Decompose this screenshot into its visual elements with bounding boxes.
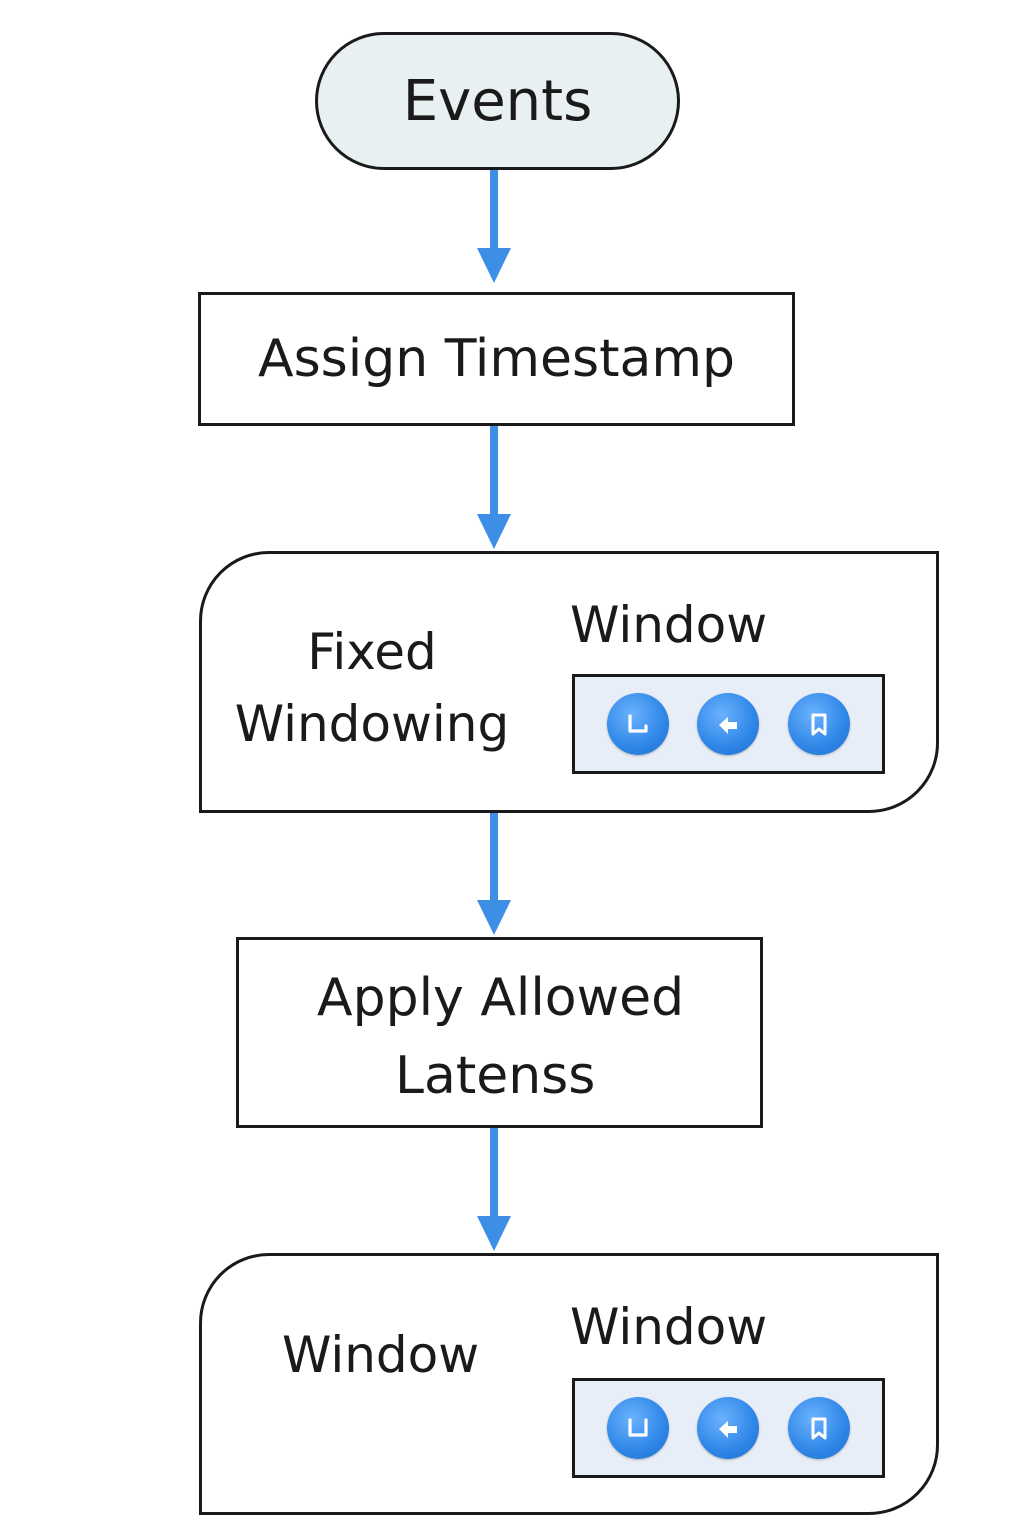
arrow-events-to-timestamp-shaft bbox=[490, 170, 498, 248]
arrow-latency-to-window-head bbox=[477, 1216, 511, 1251]
arrow-windowing-to-latency-head bbox=[477, 900, 511, 935]
fixed-windowing-node: Fixed Windowing Window bbox=[199, 551, 939, 813]
assign-timestamp-label: Assign Timestamp bbox=[258, 329, 735, 389]
arrow-windowing-to-latency-shaft bbox=[490, 813, 498, 900]
bookmark-icon[interactable] bbox=[787, 693, 850, 755]
apply-allowed-label-line2: Latenss bbox=[395, 1046, 596, 1106]
back-arrow-icon[interactable] bbox=[697, 1397, 760, 1459]
window-output-toolbar bbox=[572, 1378, 885, 1478]
apply-allowed-label-line1: Apply Allowed bbox=[317, 968, 685, 1028]
window-output-right-label: Window bbox=[570, 1298, 768, 1356]
arrow-events-to-timestamp-head bbox=[477, 248, 511, 283]
fixed-windowing-label: Fixed Windowing bbox=[232, 616, 512, 760]
window-output-node: Window Window bbox=[199, 1253, 939, 1515]
back-arrow-icon[interactable] bbox=[697, 693, 760, 755]
arrow-timestamp-to-windowing-shaft bbox=[490, 426, 498, 514]
tray-icon[interactable] bbox=[607, 1397, 670, 1459]
fixed-windowing-label-line2: Windowing bbox=[234, 695, 510, 753]
events-node: Events bbox=[315, 32, 680, 170]
fixed-windowing-label-line1: Fixed bbox=[307, 623, 437, 681]
window-label: Window bbox=[570, 596, 768, 654]
tray-icon[interactable] bbox=[607, 693, 670, 755]
arrow-timestamp-to-windowing-head bbox=[477, 514, 511, 549]
arrow-latency-to-window-shaft bbox=[490, 1128, 498, 1216]
assign-timestamp-node: Assign Timestamp bbox=[198, 292, 795, 426]
apply-allowed-latency-node: Apply Allowed Latenss bbox=[236, 937, 763, 1128]
events-label: Events bbox=[402, 68, 593, 134]
window-toolbar bbox=[572, 674, 885, 774]
bookmark-icon[interactable] bbox=[787, 1397, 850, 1459]
window-output-left-label: Window bbox=[282, 1326, 480, 1384]
